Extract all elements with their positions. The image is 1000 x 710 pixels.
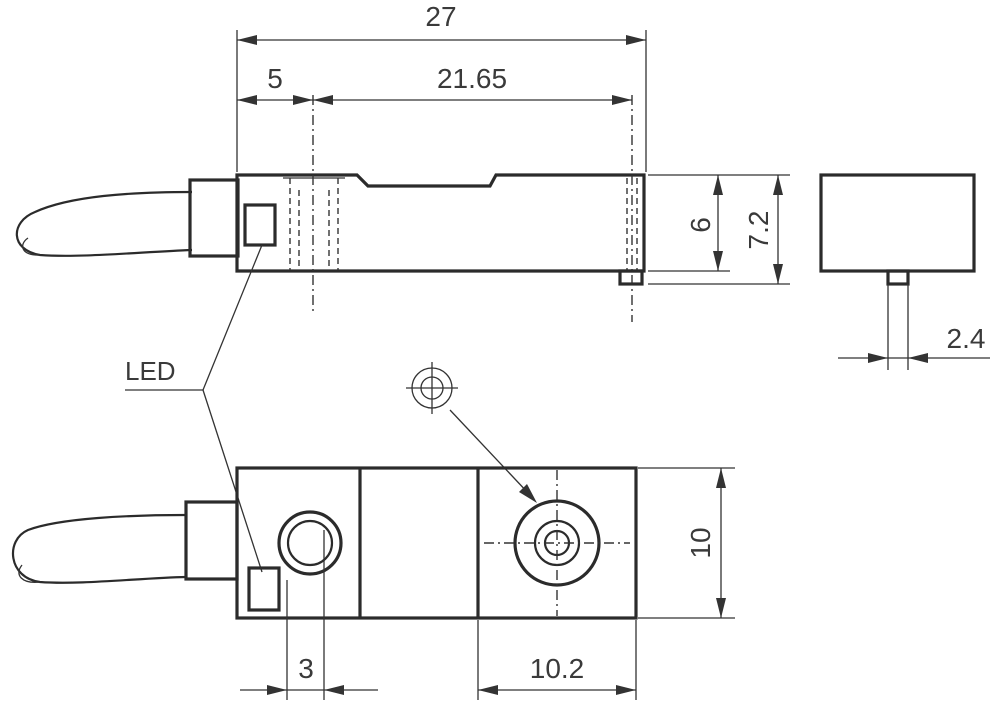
dim-height-outer: 7.2 — [743, 211, 774, 250]
dim-led-offset: 3 — [298, 653, 314, 684]
pin-end — [886, 269, 910, 286]
sensor-body-plan — [235, 466, 638, 620]
dim-width: 10 — [685, 527, 716, 558]
cable-gland-bottom — [184, 500, 239, 581]
end-view: 2.4 — [819, 173, 990, 370]
cable-bottom-inner — [18, 564, 41, 583]
target-crosshair-icon — [406, 362, 537, 503]
led-label: LED — [125, 356, 176, 386]
dim-hole-spacing: 21.65 — [437, 63, 507, 94]
left-hole-inner — [286, 519, 334, 567]
dim-height: 6 7.2 — [648, 174, 790, 285]
sensor-body-end — [819, 173, 976, 273]
led-callout: LED — [125, 244, 263, 573]
dim-10: 10 — [638, 467, 735, 619]
cable-bottom — [11, 513, 187, 584]
dim-overall-length: 27 — [425, 1, 456, 32]
cable-top-inner — [22, 237, 41, 256]
dim-height-inner: 6 — [685, 217, 716, 233]
dim-3: 3 — [240, 530, 378, 700]
dim-10-2: 10.2 — [477, 620, 637, 700]
side-view — [15, 95, 646, 322]
left-hole-outer — [277, 510, 343, 576]
cable-top — [15, 190, 193, 257]
cable-gland-top — [188, 178, 240, 258]
dim-27: 27 — [236, 1, 647, 172]
plan-view — [11, 466, 638, 620]
dim-offset: 5 — [267, 63, 283, 94]
led-indicator-top — [243, 203, 277, 247]
pin-side — [618, 269, 644, 286]
sensor-body-side — [235, 173, 646, 273]
dim-5-21: 5 21.65 — [237, 63, 632, 105]
dim-mount-offset: 10.2 — [530, 653, 585, 684]
dim-pin-width: 2.4 — [947, 323, 986, 354]
led-indicator-bottom — [247, 566, 281, 612]
